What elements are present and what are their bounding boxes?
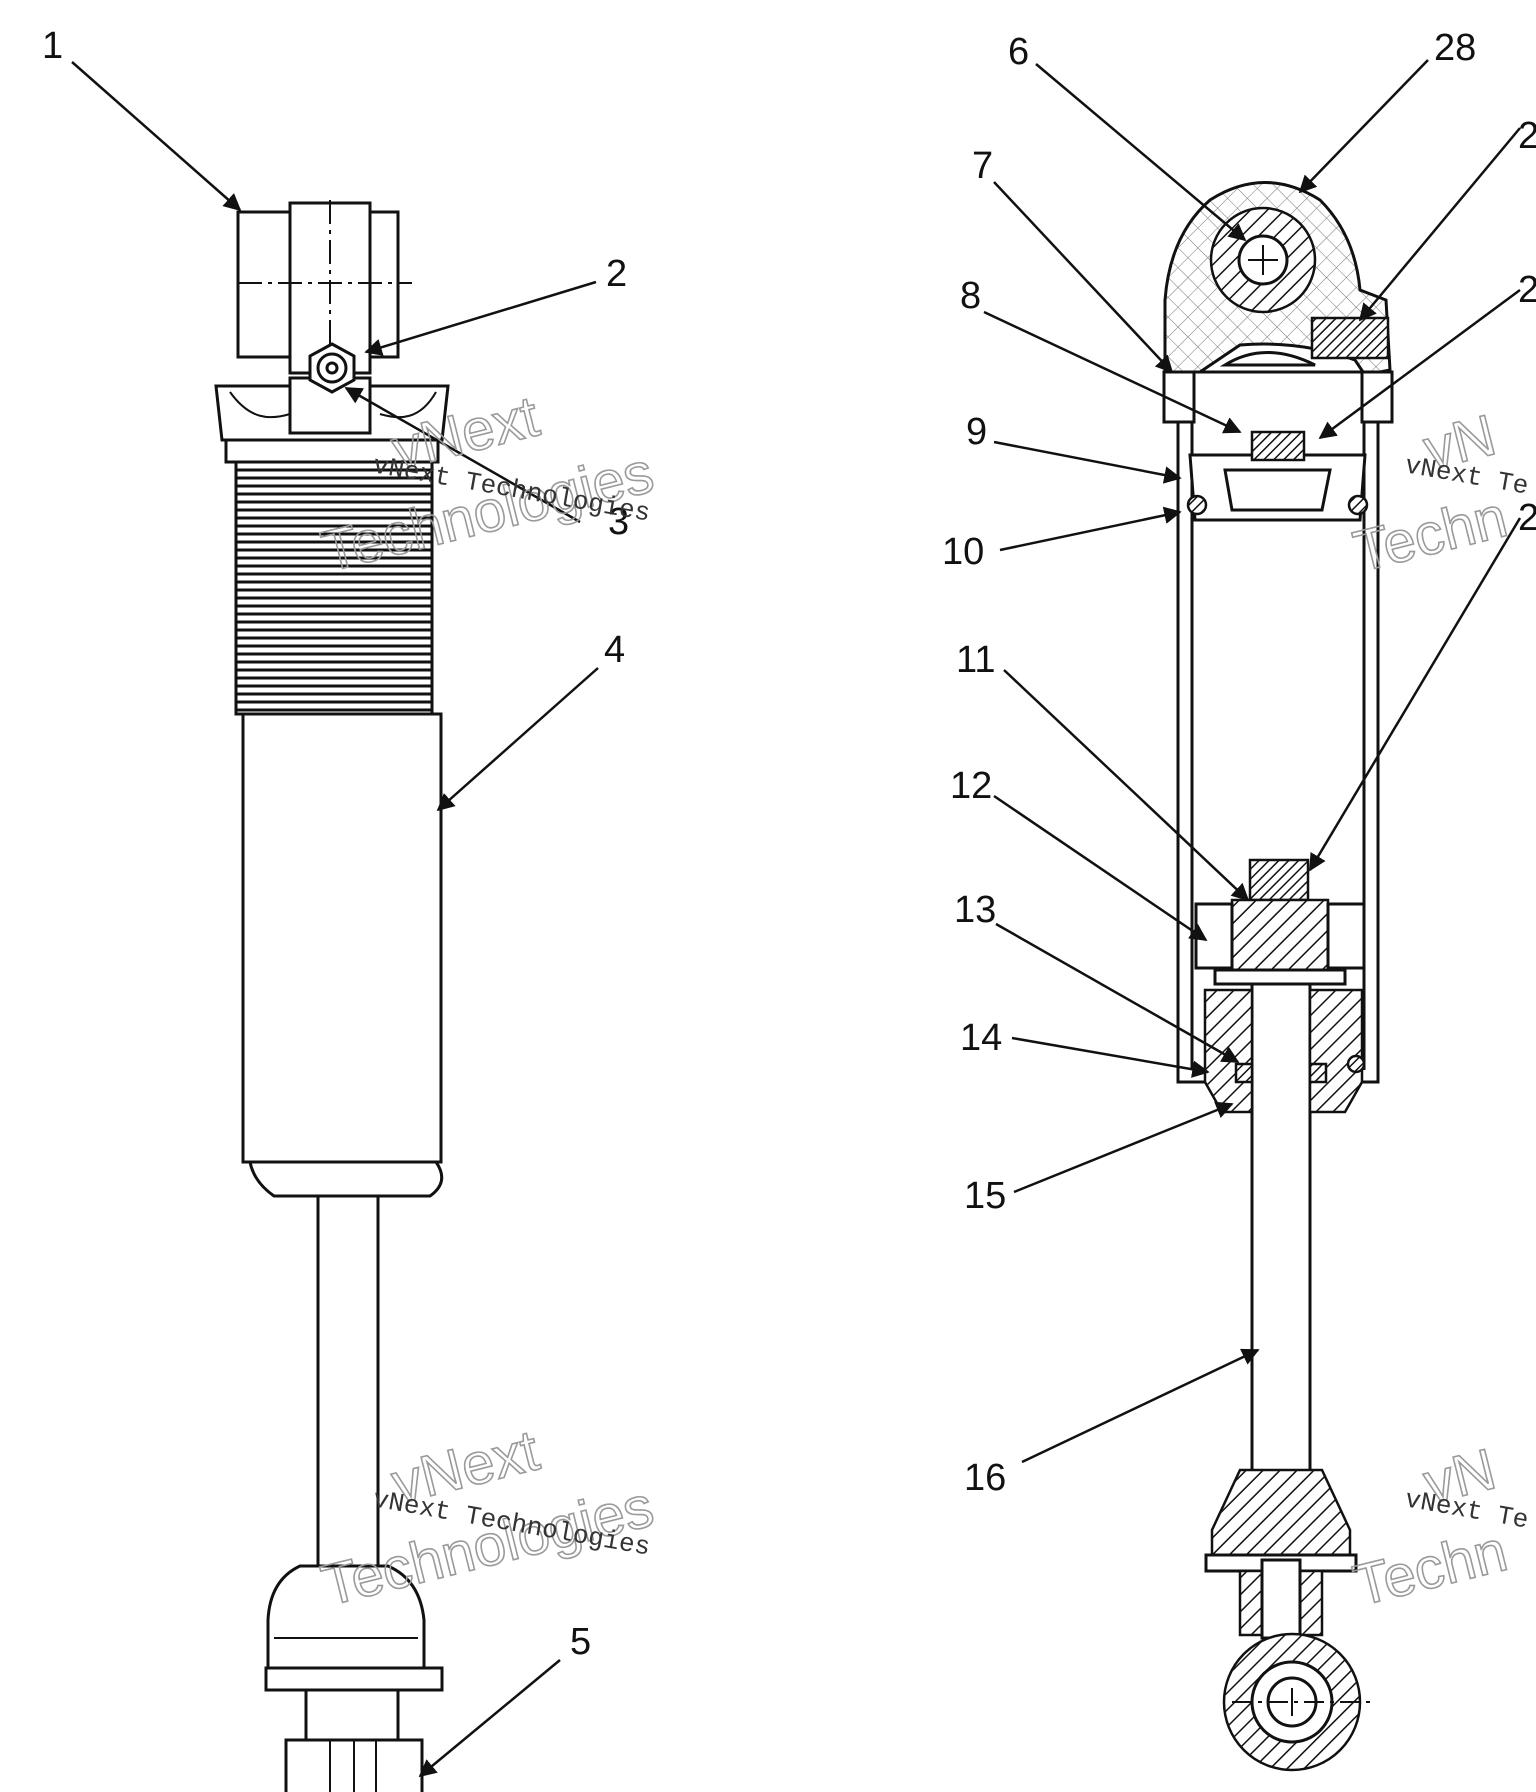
callout-13: 13 <box>954 889 996 931</box>
leader-line <box>1035 63 1247 242</box>
leader-line <box>993 794 1208 942</box>
leader-lines <box>71 59 1522 1778</box>
exterior-shock-view <box>214 200 450 1792</box>
body-bottom-cap <box>248 1160 444 1198</box>
callout-10: 10 <box>942 531 984 573</box>
leader-line <box>344 386 581 524</box>
callout-right-edge-1: 2 <box>1518 115 1536 157</box>
callout-11: 11 <box>956 639 995 681</box>
watermark-top-right: vN Techn vNext Te <box>1347 402 1531 586</box>
callout-6: 6 <box>1008 31 1029 73</box>
threaded-section <box>234 460 434 716</box>
callout-3: 3 <box>608 501 629 543</box>
leader-line <box>1003 669 1250 902</box>
adjuster-knob <box>308 342 356 394</box>
callout-15: 15 <box>964 1175 1006 1217</box>
shock-body <box>241 712 443 1164</box>
callout-8: 8 <box>960 275 981 317</box>
watermark-tech-partial: Techn <box>1347 1518 1513 1619</box>
callout-14: 14 <box>960 1017 1002 1059</box>
leader-line <box>993 440 1182 484</box>
leader-line <box>999 506 1182 552</box>
watermark-bottom-right: vN Techn vNext Te <box>1347 1436 1531 1620</box>
cutaway-shock-view <box>1162 181 1394 1772</box>
leader-line <box>1308 517 1522 872</box>
leader-line <box>1298 59 1429 194</box>
callout-7: 7 <box>972 145 993 187</box>
bottom-mount <box>264 1564 444 1792</box>
callout-28: 28 <box>1434 27 1476 69</box>
leader-line <box>1011 1036 1210 1078</box>
damper-shaft <box>316 1194 380 1568</box>
callout-9: 9 <box>966 411 987 453</box>
leader-line <box>993 181 1174 374</box>
callout-16: 16 <box>964 1457 1006 1499</box>
leader-line <box>1021 1348 1260 1464</box>
leader-line <box>1318 288 1521 440</box>
main-piston <box>1194 858 1366 986</box>
callout-5: 5 <box>570 1621 591 1663</box>
leader-line <box>1013 1101 1234 1194</box>
bottom-eye <box>1204 1468 1370 1772</box>
leader-line <box>983 310 1242 434</box>
callout-2: 2 <box>606 253 627 295</box>
leader-line <box>418 1659 561 1778</box>
callout-4: 4 <box>604 629 625 671</box>
set-screw <box>1310 316 1390 360</box>
callout-1: 1 <box>42 25 63 67</box>
callout-right-edge-2: 2 <box>1518 269 1536 311</box>
floating-piston <box>1186 430 1369 522</box>
leader-line <box>364 280 597 356</box>
leader-line <box>1358 127 1521 322</box>
leader-line <box>995 922 1240 1064</box>
callout-12: 12 <box>950 765 992 807</box>
callout-labels: 1 2 3 4 5 6 7 8 9 10 11 12 13 14 15 16 2… <box>42 25 1536 1663</box>
callout-right-edge-3: 2 <box>1518 497 1536 539</box>
leader-line <box>71 61 242 212</box>
leader-line <box>436 667 599 812</box>
